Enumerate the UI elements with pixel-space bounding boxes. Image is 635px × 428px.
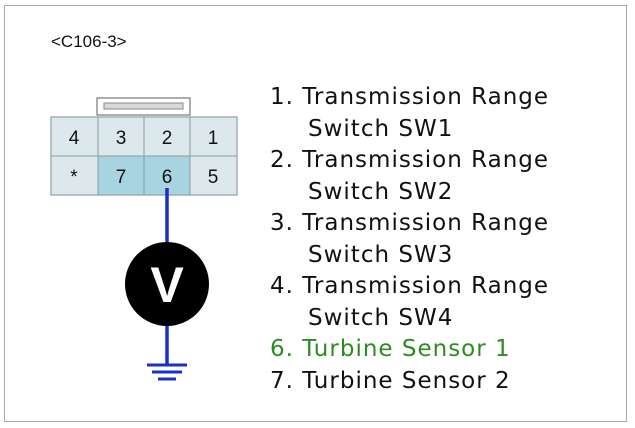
pin-label-2: 2 [162,128,173,149]
ground-icon [147,363,187,381]
pin-cell-empty [50,155,99,196]
pin-cell-4 [50,116,99,157]
pin-cell-7 [97,155,145,196]
legend-item-4-line2: Switch SW4 [308,304,454,331]
pin-label-star: * [70,167,78,188]
voltmeter-icon [125,242,209,326]
legend-item-2-line2: Switch SW2 [308,178,454,205]
legend-item-3-line1: 3. Transmission Range [270,210,550,236]
pin-cell-5 [189,155,238,196]
pin-label-7: 7 [116,167,127,188]
legend-item-2-line1: 2. Transmission Range [270,147,550,173]
connector-id-label: <C106-3> [51,32,127,51]
legend-item-1-line1: 1. Transmission Range [270,84,550,110]
connector-lock-slot [103,102,184,110]
legend-item-3-line2: Switch SW3 [308,241,454,268]
legend-item-4-line1: 4. Transmission Range [270,273,550,299]
pin-cell-2 [143,116,191,157]
legend-item-7: 7. Turbine Sensor 2 [270,367,511,394]
pin-label-1: 1 [208,128,219,149]
pin-label-3: 3 [116,128,127,149]
voltmeter-label: V [150,257,184,313]
pin-cell-1 [189,116,238,157]
pin-legend: 1. Transmission Range Switch SW1 2. Tran… [270,82,549,397]
pin-label-6: 6 [162,167,173,188]
diagram-frame [4,5,627,422]
legend-item-6-highlighted: 6. Turbine Sensor 1 [270,336,511,362]
legend-item-1-line2: Switch SW1 [308,115,454,142]
pin-label-5: 5 [208,167,219,188]
pin-label-4: 4 [69,128,80,149]
